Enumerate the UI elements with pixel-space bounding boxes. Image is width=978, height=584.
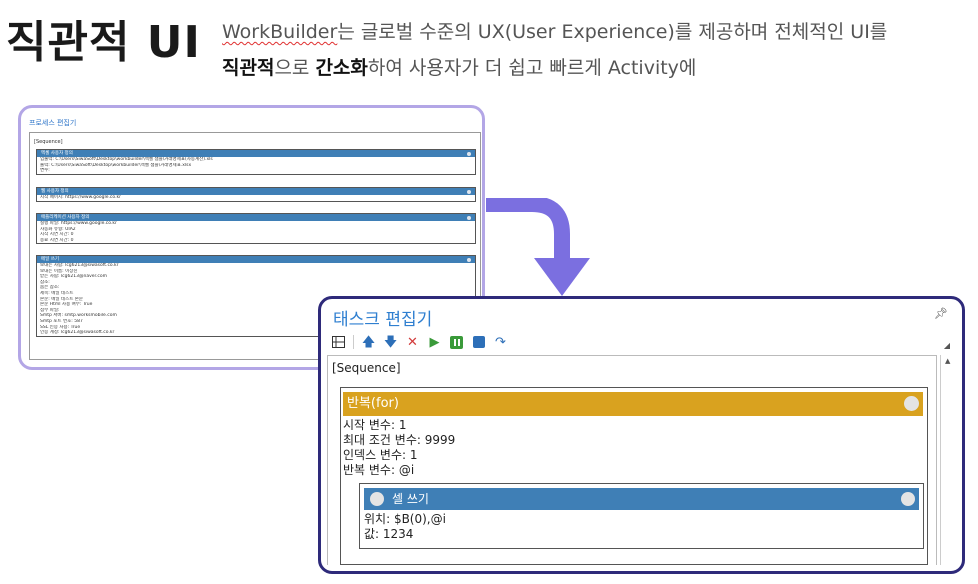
intro-mid-text: 으로: [274, 57, 316, 79]
collapse-circle-icon[interactable]: [901, 492, 915, 506]
task-editor-window: 태스크 편집기 📌︎ 🡅 🡇 ✕ ▶ ↷ ◢ [Sequence] 반복(for…: [318, 296, 965, 574]
block-header: 애플리케이션 사용자 정의: [37, 214, 475, 221]
intro-line-1: WorkBuilder는 글로벌 수준의 UX(User Experience)…: [222, 14, 962, 50]
process-editor-canvas[interactable]: [Sequence] 엑셀 사용자 정의 입출력: C:\Users\SiwaS…: [29, 132, 481, 360]
write-cell-block[interactable]: 셀 쓰기 위치: $B(0),@i 값: 1234: [359, 483, 924, 549]
sequence-label: [Sequence]: [34, 139, 63, 145]
vertical-scrollbar[interactable]: ▲: [940, 355, 956, 565]
for-loop-title: 반복(for): [347, 396, 399, 411]
scroll-up-icon[interactable]: ▲: [945, 357, 951, 365]
delete-icon[interactable]: ✕: [407, 334, 418, 350]
block-header: 메일 쓰기: [37, 256, 475, 263]
transition-arrow-icon: [486, 198, 590, 296]
toolbar-divider: [353, 335, 354, 349]
app-custom-block[interactable]: 애플리케이션 사용자 정의 실행 파일: https://www.google.…: [36, 213, 476, 245]
prop-max-condition: 최대 조건 변수: 9999: [343, 433, 456, 447]
intro-line-2-text: 하여 사용자가 더 쉽고 빠르게 Activity에: [367, 57, 697, 79]
block-header: 엑셀 사용자 정의: [37, 150, 475, 157]
write-cell-props: 위치: $B(0),@i 값: 1234: [364, 512, 446, 542]
collapse-triangle-icon[interactable]: ◢: [943, 341, 950, 350]
stop-icon[interactable]: [469, 333, 488, 351]
sequence-label: [Sequence]: [332, 361, 401, 375]
block-line: Smtp 포트 번호: 587: [40, 318, 83, 324]
layout-icon[interactable]: [329, 333, 348, 351]
block-line: 시작 지연 시간: 0: [40, 232, 74, 238]
excel-custom-block[interactable]: 엑셀 사용자 정의 입출력: C:\Users\SiwaSoft\Desktop…: [36, 149, 476, 175]
block-line: 제목: 메일 테스트: [40, 290, 74, 296]
block-line: 출력: C:\Users\SiwaSoft\Desktop\workbuilde…: [40, 162, 192, 168]
for-loop-props: 시작 변수: 1 최대 조건 변수: 9999 인덱스 변수: 1 반복 변수:…: [343, 418, 455, 478]
block-header: 웹 사용자 정의: [37, 188, 475, 195]
block-line: 입출력: C:\Users\SiwaSoft\Desktop\workbuild…: [40, 157, 213, 162]
block-line: 본문 Html 사용 여부: True: [40, 302, 93, 308]
task-canvas[interactable]: [Sequence] 반복(for) 시작 변수: 1 최대 조건 변수: 99…: [327, 355, 937, 565]
brand-name: WorkBuilder: [222, 21, 338, 43]
page-title: 직관적 UI: [6, 17, 201, 68]
block-line: 보내는 이름: 이상진: [40, 268, 78, 274]
block-line: 변수:: [40, 168, 50, 174]
for-loop-block[interactable]: 반복(for) 시작 변수: 1 최대 조건 변수: 9999 인덱스 변수: …: [340, 387, 928, 565]
block-line: 자동화 유형: UIA2: [40, 226, 76, 232]
prop-start-var: 시작 변수: 1: [343, 418, 407, 432]
block-line: 종료 지연 시간: 0: [40, 237, 74, 243]
pin-icon[interactable]: 📌︎: [934, 307, 948, 320]
block-line: 숨은 참조:: [40, 285, 60, 291]
collapse-circle-icon[interactable]: [904, 396, 919, 411]
for-loop-header[interactable]: 반복(for): [343, 392, 923, 416]
block-line: Smtp 서버: smtp.worksmobile.com: [40, 313, 117, 319]
write-cell-header[interactable]: 셀 쓰기: [364, 488, 919, 510]
arrow-down-icon[interactable]: 🡇: [383, 334, 398, 350]
web-custom-block[interactable]: 웹 사용자 정의 시작 페이지: https://www.google.co.k…: [36, 187, 476, 202]
write-cell-title: 셀 쓰기: [392, 492, 429, 506]
block-line: 보내는 사람: lcg6213@siwasoft.co.kr: [40, 263, 119, 268]
block-line: 인증 계정: lcg6213@siwasoft.co.kr: [40, 330, 115, 336]
block-line: 첨부 파일:: [40, 307, 60, 313]
process-editor-title: 프로세스 편집기: [29, 119, 77, 127]
block-line: 실행 파일: https://www.google.co.kr: [40, 221, 117, 226]
highlight-intuitive: 직관적: [222, 57, 275, 79]
task-editor-title: 태스크 편집기: [333, 310, 433, 330]
redo-icon[interactable]: ↷: [495, 334, 506, 350]
prop-index-var: 인덱스 변수: 1: [343, 448, 418, 462]
process-editor-window: 프로세스 편집기 [Sequence] 엑셀 사용자 정의 입출력: C:\Us…: [18, 105, 485, 370]
prop-value: 값: 1234: [364, 527, 414, 541]
arrow-up-icon[interactable]: 🡅: [361, 334, 376, 350]
block-line: 참조:: [40, 279, 50, 285]
intro-text: WorkBuilder는 글로벌 수준의 UX(User Experience)…: [222, 14, 962, 86]
prop-position: 위치: $B(0),@i: [364, 512, 446, 526]
highlight-simplified: 간소화: [315, 57, 368, 79]
pause-icon[interactable]: [447, 333, 466, 351]
intro-line-2: 직관적으로 간소화하여 사용자가 더 쉽고 빠르게 Activity에: [222, 50, 962, 86]
toolbar: 🡅 🡇 ✕ ▶ ↷: [329, 333, 510, 351]
block-line: 본문: 메일 테스트 본문: [40, 296, 84, 302]
block-line: 받는 사람: lcg6213@naver.com: [40, 274, 107, 280]
block-line: 시작 페이지: https://www.google.co.kr: [40, 195, 121, 200]
prop-loop-var: 반복 변수: @i: [343, 463, 415, 477]
intro-line-1-text: 는 글로벌 수준의 UX(User Experience)를 제공하며 전체적인…: [337, 21, 888, 43]
play-icon[interactable]: ▶: [429, 334, 440, 350]
breakpoint-circle-icon[interactable]: [370, 492, 384, 506]
block-line: SSL 인증 사용: True: [40, 324, 81, 330]
